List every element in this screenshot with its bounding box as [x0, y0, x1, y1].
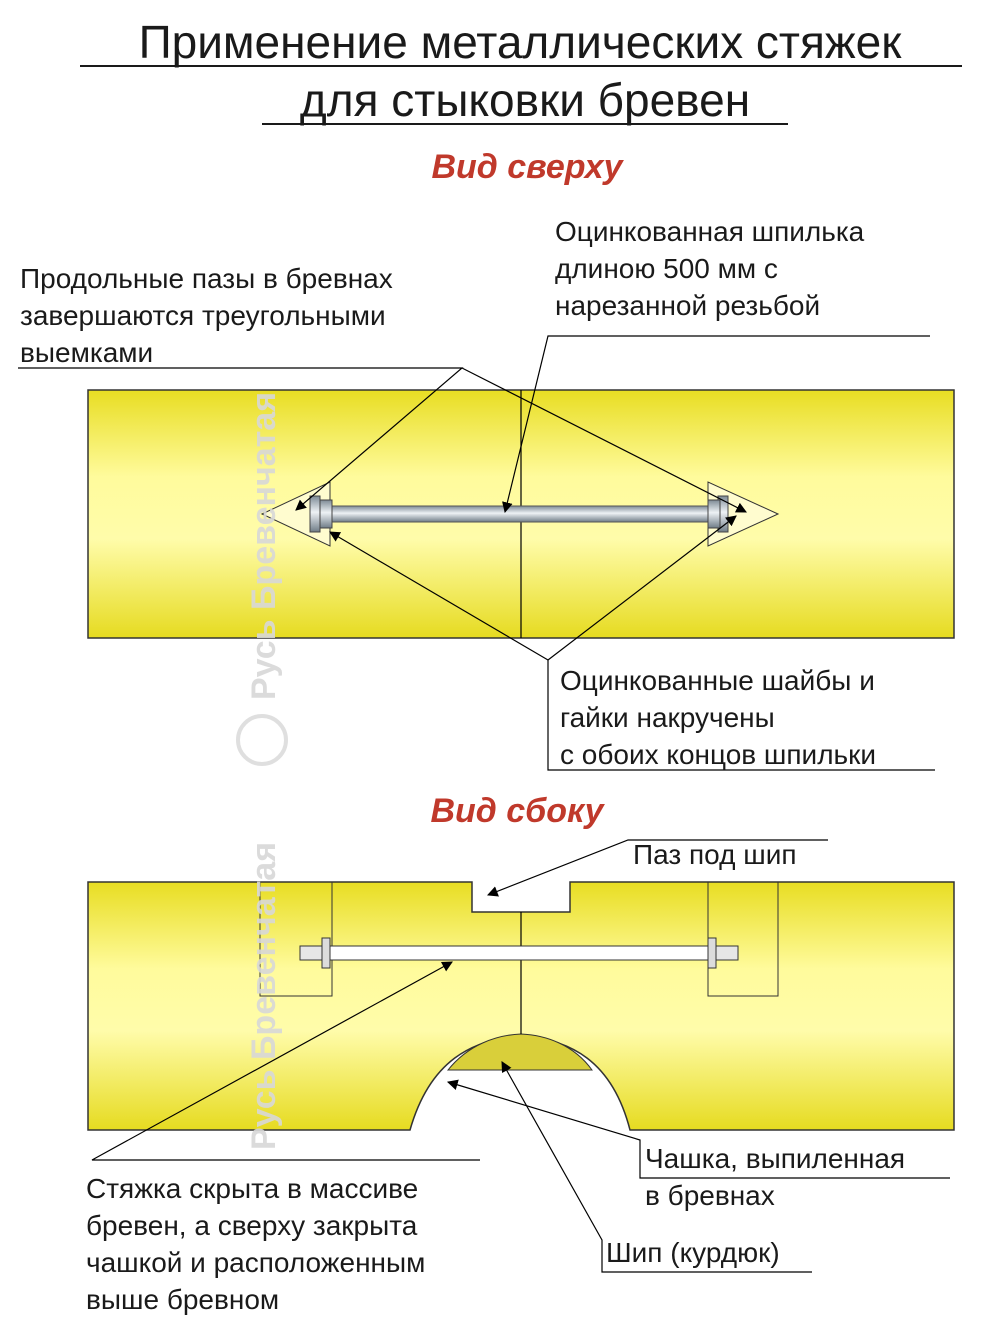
title-line-1: Применение металлических стяжек: [139, 16, 903, 68]
title-block: Применение металлических стяжек для стык…: [80, 16, 962, 126]
washer-leader-left: [329, 531, 549, 661]
tenon-note: Шип (курдюк): [606, 1237, 780, 1268]
title-line-2: для стыковки бревен: [300, 74, 750, 126]
watermark-text-bottom: Русь Бревенчатая: [245, 842, 283, 1150]
side-left-stud-end: [299, 945, 323, 961]
top-threaded-stud: [319, 505, 721, 523]
groove-note-line-3: выемками: [20, 337, 153, 368]
stud-note-line-3: нарезанной резьбой: [555, 290, 820, 321]
slot-leader: [486, 839, 828, 897]
stud-note-line-2: длиною 500 мм с: [555, 253, 778, 284]
washer-note-line-3: с обоих концов шпильки: [560, 739, 876, 770]
tenon-leader: [501, 1061, 812, 1273]
washer-note-line-1: Оцинкованные шайбы и: [560, 665, 875, 696]
side-threaded-stud: [321, 945, 717, 961]
stud-leader: [502, 335, 930, 514]
left-hidden-groove: [259, 881, 333, 997]
washer-leader-right: [547, 515, 737, 661]
cup-note-line-2: в бревнах: [645, 1180, 775, 1211]
stud-note: Оцинкованная шпилька длиною 500 мм с нар…: [555, 216, 872, 321]
groove-note-line-2: завершаются треугольными: [20, 300, 386, 331]
watermark-logo-icon: [236, 714, 288, 766]
right-washer: [707, 499, 721, 529]
washer-leader-stem: [547, 660, 935, 771]
side-view-leaders: [91, 839, 950, 1273]
groove-note: Продольные пазы в бревнах завершаются тр…: [20, 263, 401, 368]
top-view-heading: Вид сверху: [431, 148, 624, 186]
hidden-note-line-1: Стяжка скрыта в массиве: [86, 1173, 418, 1204]
hidden-note-line-2: бревен, а сверху закрыта: [86, 1210, 418, 1241]
hidden-leader: [91, 961, 480, 1161]
top-view-leaders: [18, 335, 935, 771]
side-right-nut: [707, 937, 717, 969]
side-view-log: [87, 881, 955, 1131]
slot-note: Паз под шип: [633, 839, 797, 870]
hidden-note-line-3: чашкой и расположенным: [86, 1247, 425, 1278]
groove-note-line-1: Продольные пазы в бревнах: [20, 263, 393, 294]
hidden-note-line-4: выше бревном: [86, 1284, 279, 1315]
stud-note-line-1: Оцинкованная шпилька: [555, 216, 865, 247]
washer-note-line-2: гайки накручены: [560, 702, 775, 733]
top-view-log: [87, 389, 955, 639]
watermark: Русь Бревенчатая Русь Бревенчатая: [236, 392, 288, 1150]
side-right-stud-end: [715, 945, 739, 961]
side-view-heading: Вид сбоку: [430, 792, 605, 830]
left-washer: [319, 499, 333, 529]
watermark-text-top: Русь Бревенчатая: [245, 392, 283, 700]
left-nut: [309, 495, 321, 533]
cup-note: Чашка, выпиленная в бревнах: [645, 1143, 913, 1211]
tenon-shape: [446, 1033, 593, 1071]
hidden-note: Стяжка скрыта в массиве бревен, а сверху…: [86, 1173, 433, 1315]
cup-leader: [446, 1079, 950, 1179]
side-left-nut: [321, 937, 331, 969]
cup-note-line-1: Чашка, выпиленная: [645, 1143, 905, 1174]
groove-leader-right: [461, 367, 747, 513]
washer-note: Оцинкованные шайбы и гайки накручены с о…: [560, 665, 883, 770]
